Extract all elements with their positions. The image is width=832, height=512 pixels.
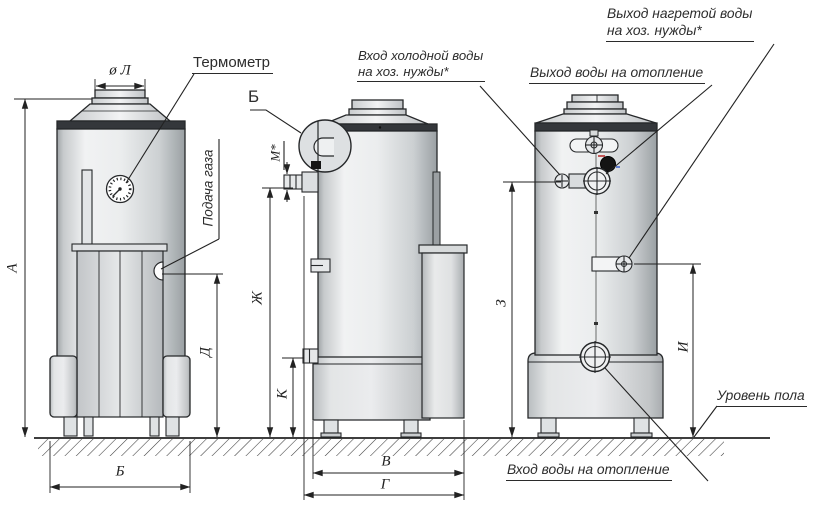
- back-flue-flange: [563, 108, 627, 115]
- front-view: [49, 89, 191, 437]
- dim-l: [94, 79, 146, 92]
- hot-water-outlet-label-line1: Выход нагретой воды: [607, 6, 753, 21]
- leader-detail-b: [250, 109, 302, 134]
- side-top-cone: [323, 114, 429, 125]
- dim-k: [282, 357, 304, 438]
- dim-z: [503, 181, 561, 438]
- detail-black-square: [311, 161, 321, 169]
- dim-label-l: ø Л: [109, 62, 131, 79]
- leader-heating-outlet: [605, 84, 713, 175]
- thermometer-dial: [105, 174, 135, 204]
- gas-unit-rod: [432, 171, 441, 247]
- side-flue-flange: [348, 108, 407, 116]
- leader-hot-water-outlet: [628, 43, 775, 259]
- dim-m: [283, 141, 291, 202]
- front-skirt-right: [162, 355, 191, 418]
- hot-water-outlet-fitting: [591, 255, 633, 273]
- leader-lines: [125, 43, 775, 482]
- side-base: [312, 354, 431, 421]
- heating-inlet-label: Вход воды на отопление: [506, 462, 672, 481]
- side-legs: [320, 419, 422, 438]
- hot-water-outlet-label: Выход нагретой воды на хоз. нужды*: [606, 6, 755, 42]
- dim-a: [14, 98, 92, 438]
- dim-label-m: М*: [267, 144, 283, 162]
- leader-gas-supply: [160, 238, 220, 270]
- front-flue-collar: [94, 89, 146, 99]
- side-flue-collar: [351, 99, 404, 110]
- front-top-band: [56, 120, 186, 130]
- dimensions: [14, 79, 701, 500]
- back-flue-top: [571, 94, 619, 103]
- dim-zh: [262, 187, 293, 438]
- side-tab-fitting: [310, 258, 331, 273]
- floor: [34, 437, 770, 456]
- floor-level-label: Уровень пола: [716, 388, 807, 407]
- detail-circle-b: [298, 119, 352, 173]
- dim-label-z: З: [493, 299, 510, 307]
- dim-v: [312, 420, 465, 500]
- front-skirt-left: [49, 355, 78, 418]
- gas-unit-cap: [418, 244, 468, 254]
- side-view: [283, 99, 468, 438]
- cold-water-inlet-label: Вход холодной воды на хоз. нужды*: [357, 48, 486, 83]
- side-band-dot: [378, 126, 382, 129]
- dim-label-v: В: [381, 453, 391, 470]
- dim-label-a: А: [4, 263, 21, 273]
- front-vertical-pipe: [81, 169, 93, 246]
- cold-inlet-pipe-m: [283, 171, 319, 193]
- leader-heating-inlet: [604, 367, 709, 482]
- dim-label-zh: Ж: [249, 291, 266, 305]
- side-lower-fitting: [302, 348, 319, 364]
- dim-b-width: [49, 441, 191, 493]
- top-fitting-stem: [589, 129, 599, 137]
- leader-floor-level: [693, 405, 718, 438]
- back-view: [527, 94, 664, 438]
- dim-d: [162, 273, 223, 438]
- gas-supply-label: Подача газа: [200, 149, 216, 227]
- dim-label-d: Д: [197, 347, 214, 357]
- front-legs: [63, 416, 180, 437]
- dim-label-i: И: [675, 341, 692, 353]
- cold-water-inlet-label-line1: Вход холодной воды: [358, 48, 484, 63]
- heating-inlet-fitting: [579, 341, 611, 373]
- heating-outlet-fitting: [583, 167, 611, 195]
- dim-i: [634, 263, 701, 438]
- gas-unit-cylinder: [421, 252, 465, 419]
- back-legs: [537, 417, 653, 438]
- hot-water-outlet-label-line2: на хоз. нужды*: [607, 22, 702, 38]
- cold-water-inlet-label-line2: на хоз. нужды*: [358, 64, 449, 80]
- leader-thermometer: [125, 73, 195, 184]
- floor-hatching: [38, 439, 724, 456]
- burner-panel-top-bar: [71, 243, 168, 252]
- dim-label-k: К: [274, 389, 291, 399]
- cold-water-inlet-fitting: [554, 173, 570, 189]
- dim-label-g: Г: [380, 476, 390, 493]
- control-knob: [598, 155, 620, 172]
- dim-g: [303, 196, 465, 500]
- front-top-cone: [68, 103, 172, 122]
- back-top-cone: [535, 113, 657, 124]
- thermometer-label: Термометр: [192, 54, 274, 74]
- top-fitting: [584, 135, 604, 155]
- detail-mark-label: Б: [248, 87, 260, 106]
- heating-outlet-label: Выход воды на отопление: [529, 65, 706, 84]
- leader-cold-inlet: [479, 85, 561, 176]
- gas-inlet-notch: [153, 261, 164, 281]
- front-flue-flange: [91, 97, 149, 105]
- dim-label-b: Б: [115, 463, 125, 480]
- back-flue-collar: [566, 101, 624, 110]
